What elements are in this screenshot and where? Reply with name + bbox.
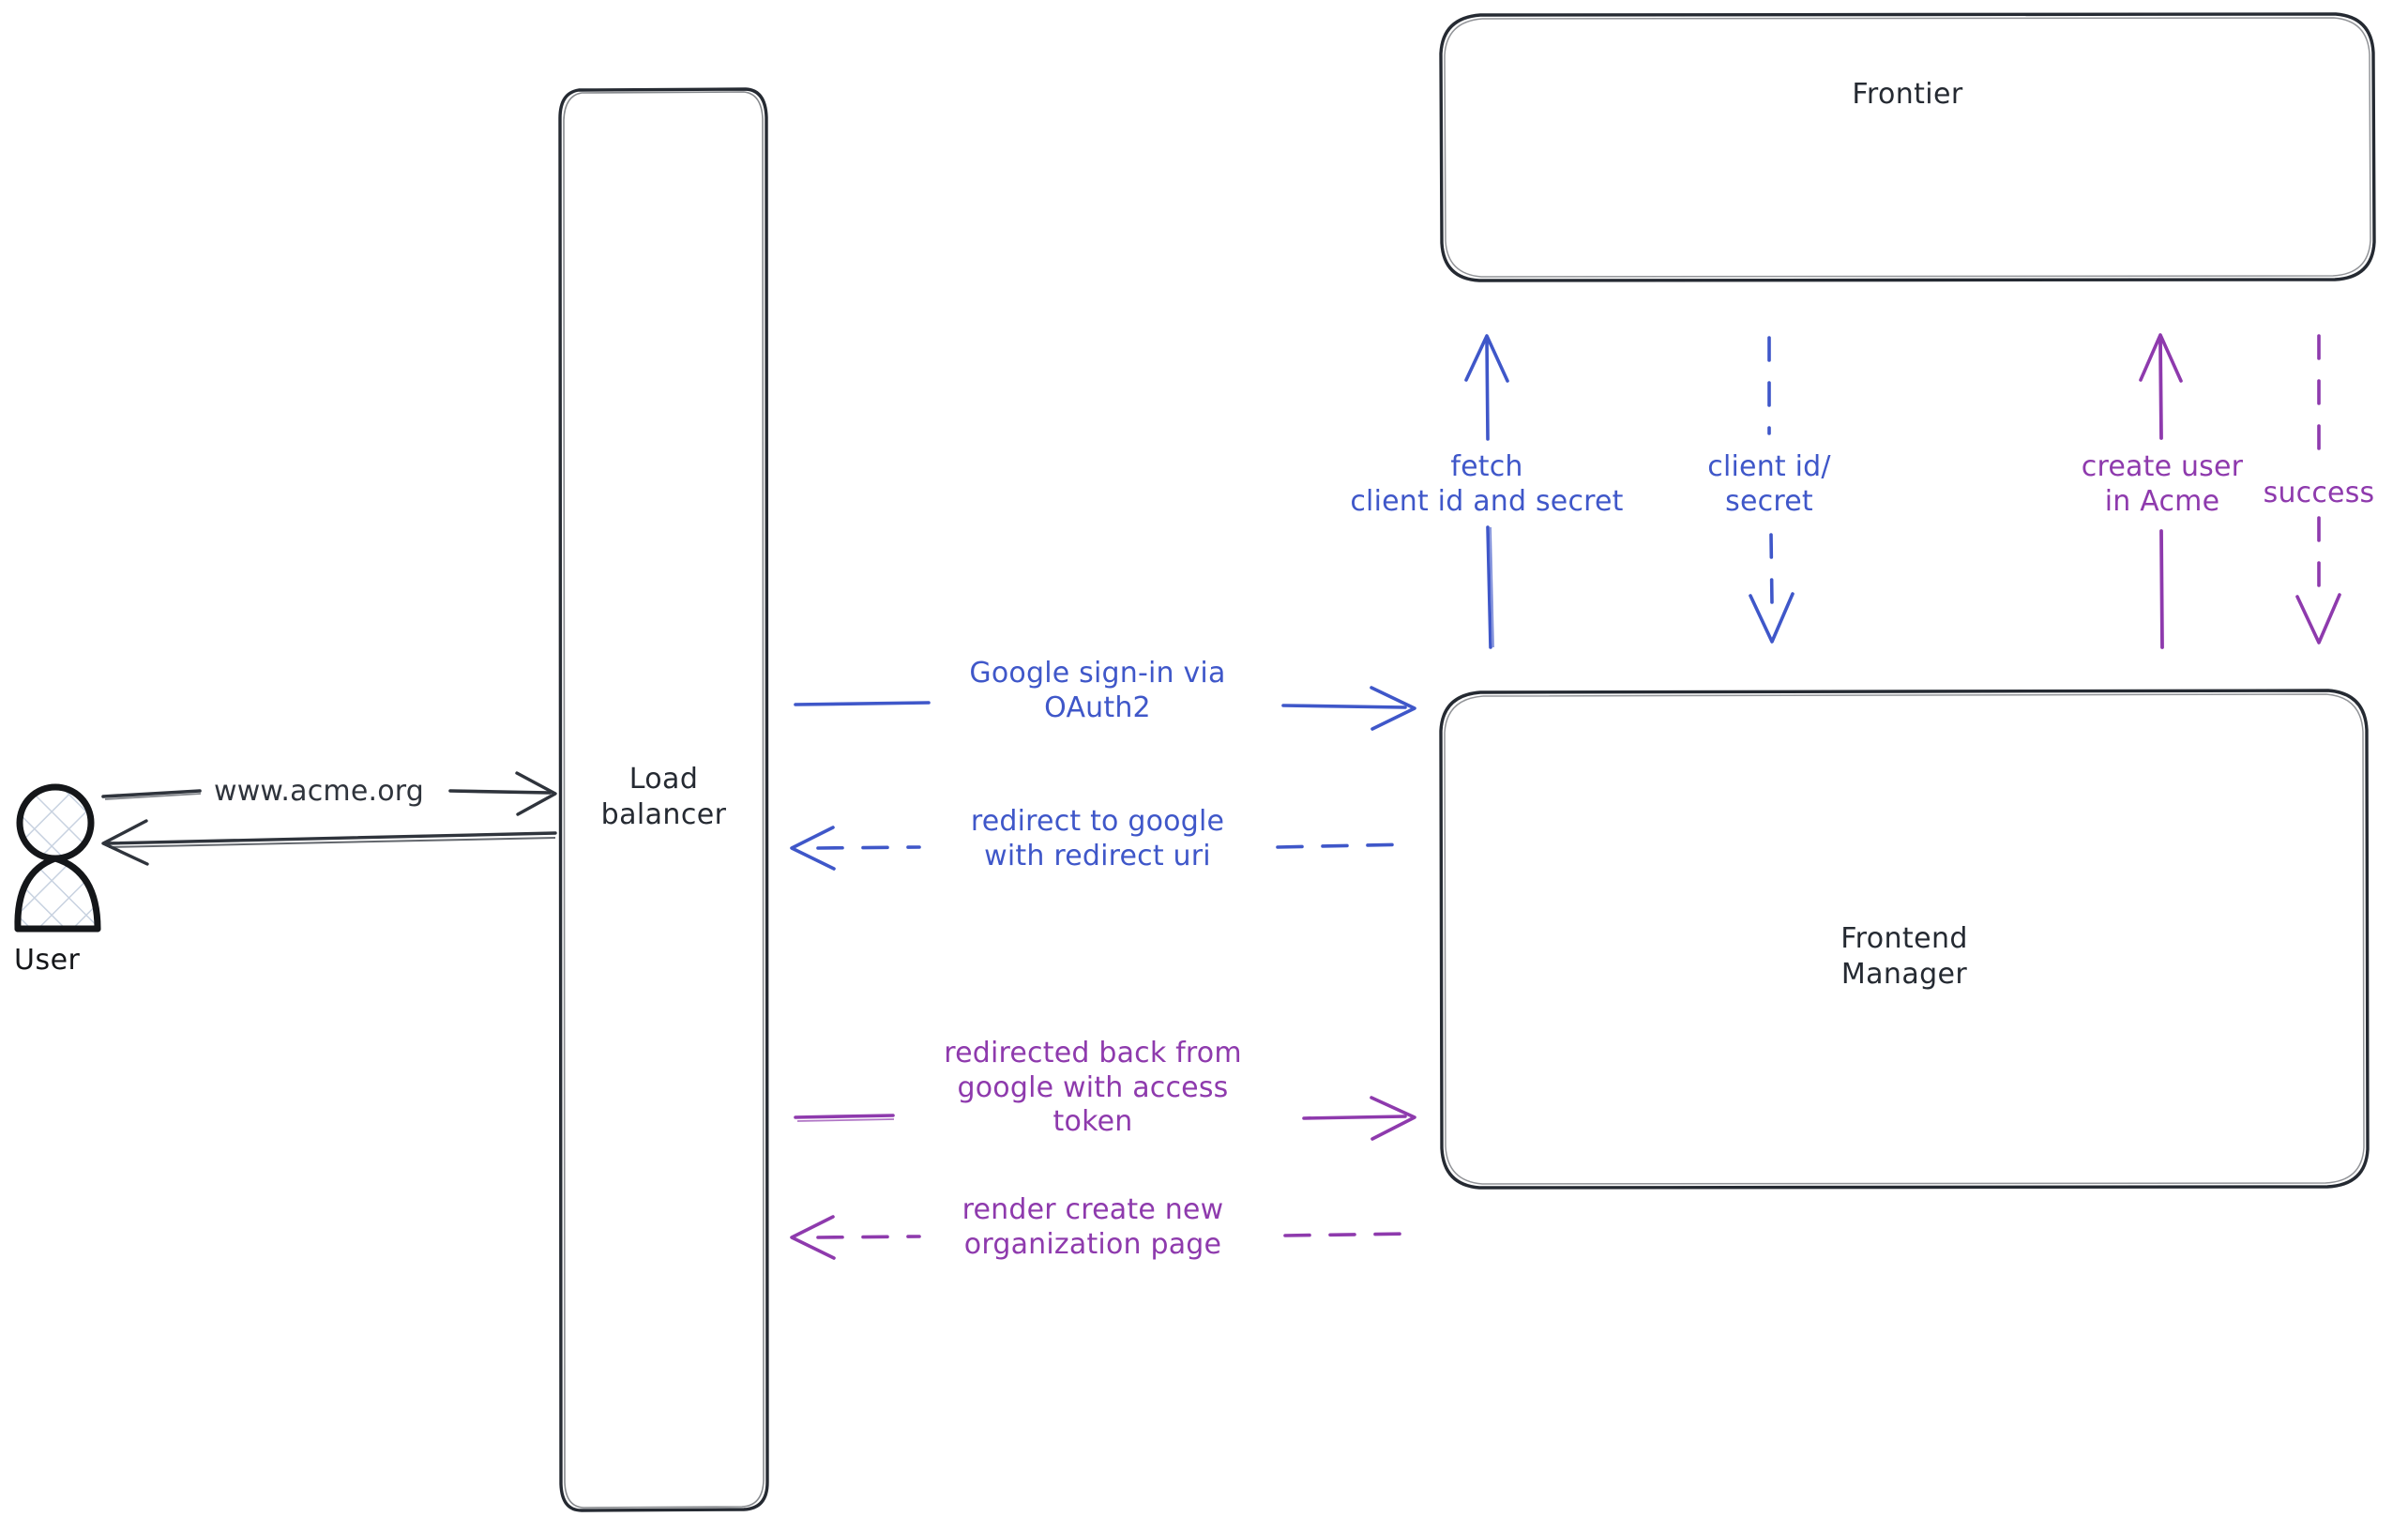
edge-create-user-in-acme[interactable] [2139,333,2183,649]
edge-render-create-org[interactable] [790,1215,1413,1260]
actor-user-figure[interactable] [14,783,101,933]
edge-redirect-to-google[interactable] [790,826,1413,871]
edge-label-client-id-secret: client id/ secret [1707,450,1831,518]
edge-label-redirected-back: redirected back from google with access … [944,1037,1242,1139]
edge-lb-to-user[interactable] [101,819,557,866]
node-frontier[interactable] [1439,12,2376,282]
edge-label-create-user-in-acme: create user in Acme [2081,450,2244,518]
edge-client-id-secret[interactable] [1749,336,1795,644]
edge-user-to-lb[interactable] [101,771,557,816]
edge-fetch-client-id[interactable] [1464,334,1509,649]
edge-label-redirect-to-google: redirect to google with redirect uri [970,805,1225,872]
edge-success[interactable] [2295,334,2341,645]
edge-label-google-signin: Google sign-in via OAuth2 [969,657,1226,724]
actor-label-user: User [14,944,81,977]
edge-label-render-create-org: render create new organization page [962,1193,1224,1261]
edge-redirected-back[interactable] [794,1096,1416,1141]
edge-label-user-to-lb: www.acme.org [213,775,425,808]
node-frontend-manager[interactable] [1439,689,2370,1190]
edge-label-fetch-client-id: fetch client id and secret [1350,450,1624,518]
node-load-balancer[interactable] [558,87,769,1512]
edge-label-success: success [2263,477,2375,509]
edge-google-signin[interactable] [794,686,1416,731]
